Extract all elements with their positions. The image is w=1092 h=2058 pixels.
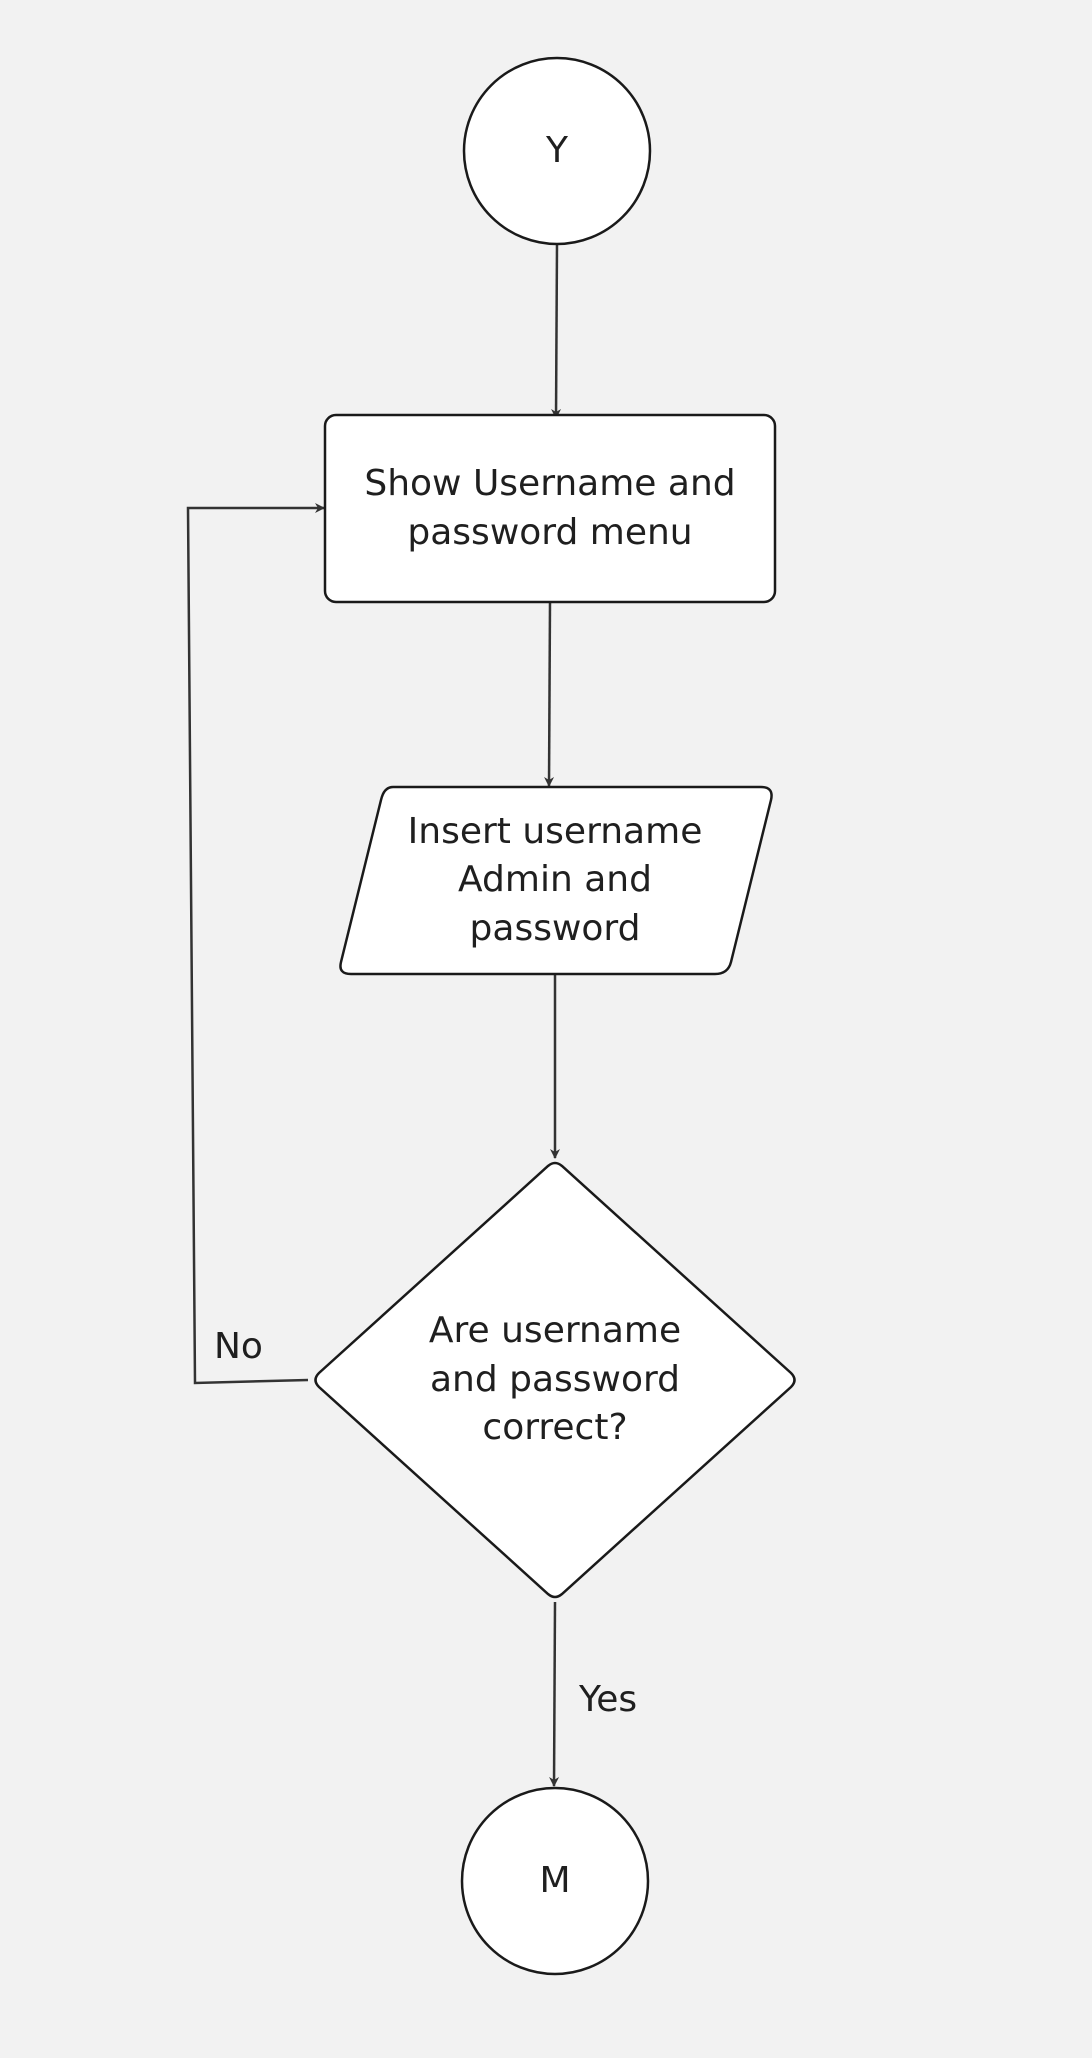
start-node-label: Y	[546, 129, 568, 171]
insert-credentials-io-box[interactable]	[339, 785, 773, 976]
edge-decision-no-loop	[186, 503, 325, 1385]
show-menu-process-box[interactable]	[323, 413, 777, 604]
start-node-circle[interactable]	[462, 56, 652, 246]
edge-label-no: No	[214, 1326, 263, 1367]
end-node-circle[interactable]	[460, 1786, 650, 1976]
check-credentials-label: Are username and password correct?	[428, 1310, 682, 1449]
check-credentials-decision-diamond[interactable]	[314, 1161, 796, 1599]
end-node-label: M	[539, 1859, 571, 1901]
edge-decision-yes-to-end	[549, 1601, 560, 1787]
edge-start-to-menu	[551, 243, 562, 419]
show-menu-label: Show Username and password menu	[364, 462, 736, 553]
insert-credentials-label: Insert username Admin and password	[407, 810, 703, 949]
edge-label-yes: Yes	[579, 1679, 638, 1720]
edge-menu-to-insert	[544, 601, 555, 787]
